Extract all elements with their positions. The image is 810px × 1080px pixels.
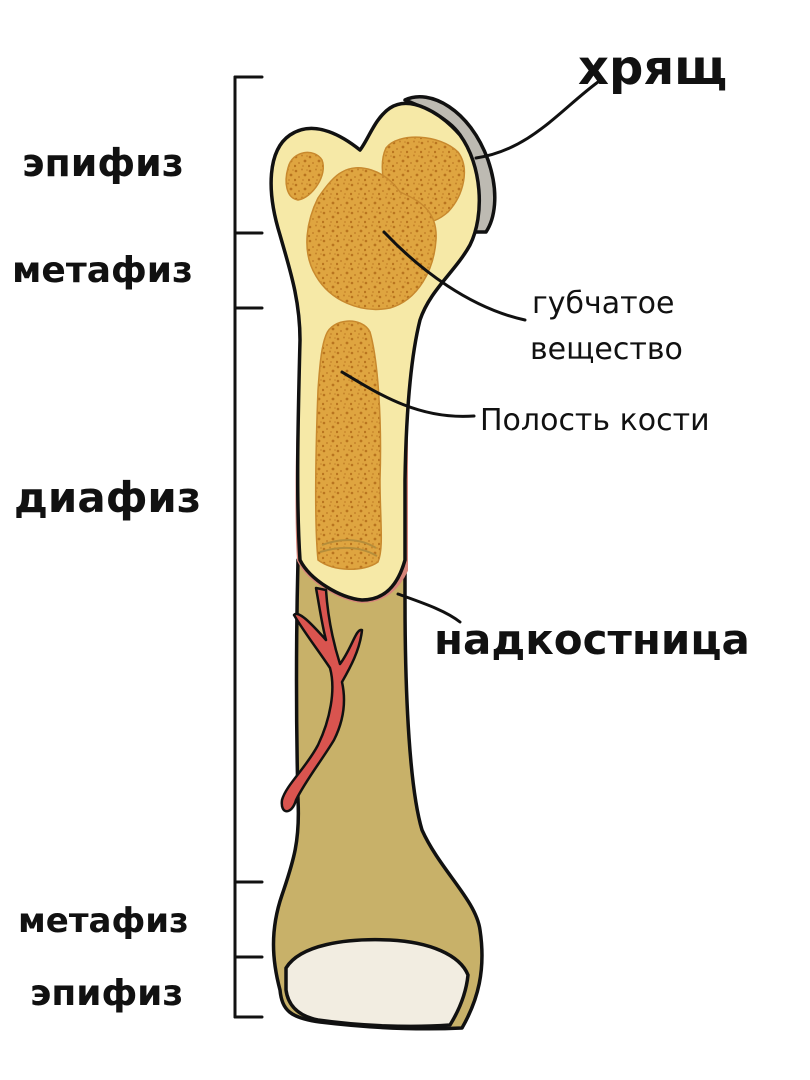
label-epiphysis-bottom: эпифиз — [30, 973, 183, 1014]
label-metaphysis-top: метафиз — [12, 250, 193, 291]
region-bracket — [233, 75, 264, 1019]
leader-spongy — [382, 230, 527, 322]
blood-vessel — [280, 586, 364, 813]
label-cartilage: хрящ — [578, 40, 727, 96]
medullary-cavity — [314, 320, 383, 570]
label-spongy-line1: губчатое — [532, 286, 674, 321]
leader-periosteum — [396, 592, 462, 624]
cavity-striation-2 — [319, 546, 378, 557]
articular-surface-bottom — [284, 937, 470, 1029]
cavity-striation-1 — [321, 539, 377, 549]
label-epiphysis-top: эпифиз — [22, 141, 184, 185]
spongy-bone-left-epiphysis — [285, 151, 325, 201]
label-diaphysis: диафиз — [14, 473, 201, 522]
label-metaphysis-bottom: метафиз — [18, 901, 189, 941]
spongy-bone-metaphysis — [306, 167, 437, 311]
label-cavity: Полость кости — [480, 403, 710, 438]
leader-cavity — [340, 370, 476, 418]
label-periosteum: надкостница — [434, 615, 750, 664]
label-spongy-line2: вещество — [530, 332, 683, 367]
leader-cartilage — [474, 80, 600, 160]
